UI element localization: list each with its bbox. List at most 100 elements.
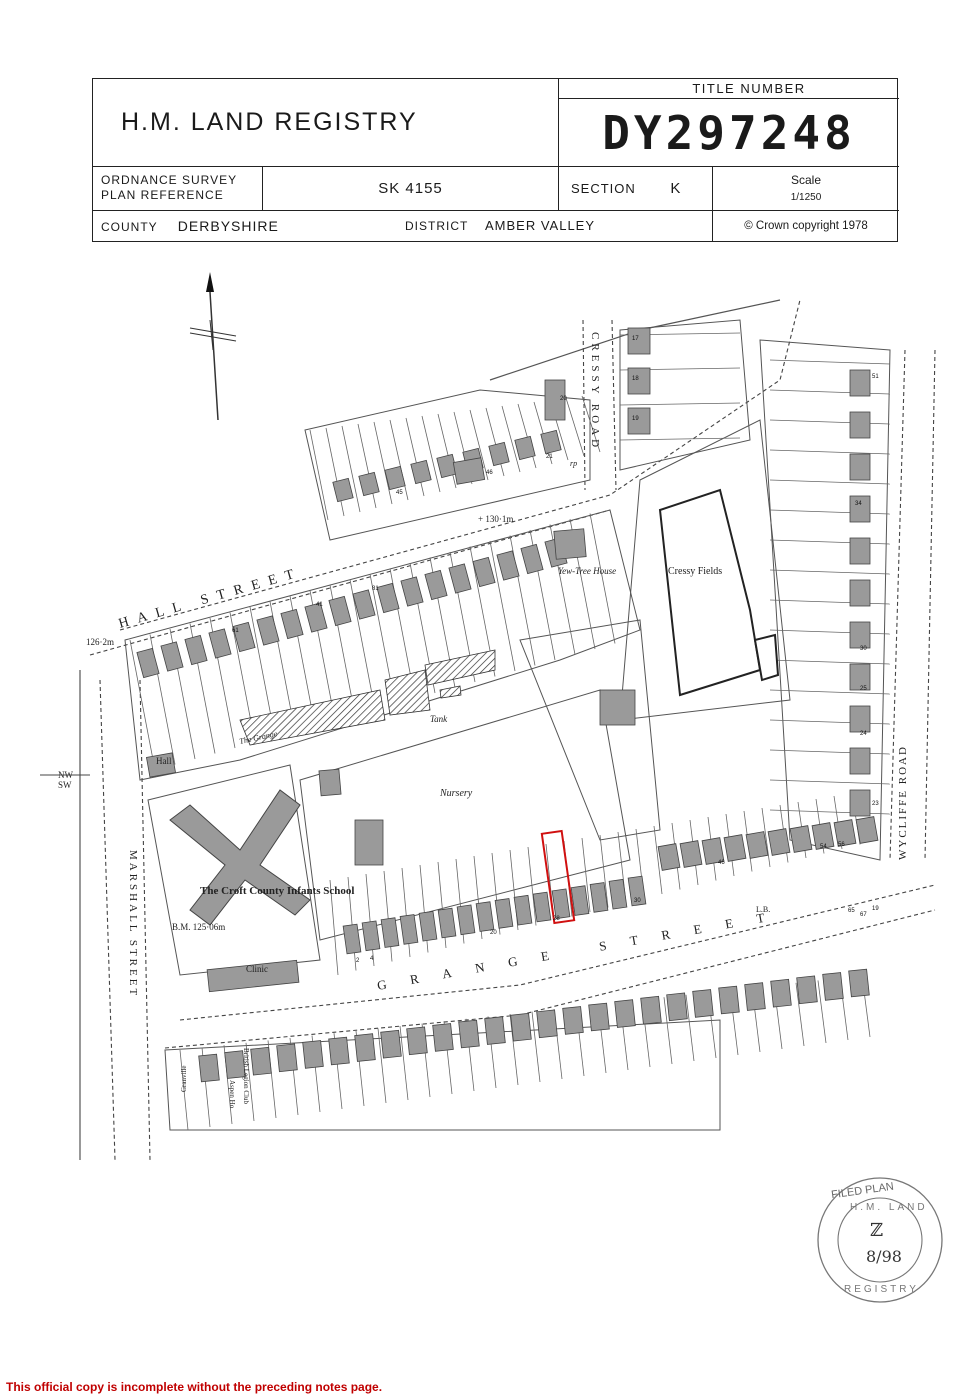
house-building [406,1026,428,1056]
house-building [458,1019,480,1049]
nursery-label: Nursery [439,788,473,799]
house-building [848,968,870,998]
official-copy-notice: This official copy is incomplete without… [6,1380,383,1394]
house-building [361,920,381,952]
house-building [256,615,280,646]
house-building [811,822,835,850]
north-arrow-icon [189,272,237,421]
house-building [494,898,514,929]
house-number: 20 [490,930,497,936]
house-building [484,1016,506,1045]
cressy-fields-building [658,488,762,697]
house-building [250,1046,272,1076]
house-building [627,327,651,355]
house-building [510,1012,532,1042]
house-building [400,576,424,607]
granville-label: Granville [180,1066,188,1092]
house-number: 45 [396,490,403,496]
house-building [472,556,496,588]
house-number: 30 [860,646,867,652]
house-building [304,602,328,633]
house-building [855,816,879,844]
house-building [849,453,871,481]
house-number: 81 [372,586,379,592]
registry-title: H.M. LAND REGISTRY [93,79,559,167]
house-building [354,1033,376,1062]
tank-label: Tank [430,714,448,724]
house-building [588,1002,610,1032]
house-building [513,894,533,926]
house-building [849,411,871,439]
house-building [206,959,300,993]
school-label: The Croft County Infants School [200,885,354,897]
house-building [789,825,813,853]
house-number: 61 [232,628,239,634]
house-building [723,834,747,862]
house-building [718,985,740,1015]
os-label-line1: ORDNANCE SURVEY [101,173,238,187]
house-building [302,1040,324,1069]
house-building [589,882,609,913]
house-building [614,999,636,1028]
house-building [376,582,400,614]
house-building [822,972,844,1001]
house-building [318,768,342,797]
house-building [328,1036,350,1066]
house-building [849,369,871,397]
house-building [849,789,871,817]
house-building [849,495,871,523]
house-building [160,641,184,672]
house-building [456,904,476,936]
scale-value: 1/1250 [790,192,822,203]
house-building [496,550,520,581]
house-number: 19 [632,416,639,422]
house-building [380,1029,402,1059]
house-building [520,543,544,575]
rp-label-1: rp [570,459,577,468]
house-building [627,875,647,907]
house-building [488,441,510,467]
house-building [384,465,406,491]
county-row: COUNTY DERBYSHIRE DISTRICT AMBER VALLEY [93,211,713,241]
house-building [744,982,766,1011]
house-building [276,1043,298,1073]
house-building [627,407,651,435]
house-building [475,901,495,932]
plan-reference: SK 4155 [263,167,559,211]
cressy-road-label: CRESSY ROAD [589,332,601,451]
section-label: SECTION [571,181,636,196]
house-building [640,995,662,1025]
house-building [352,589,376,620]
house-building [424,569,448,601]
house-building [692,989,714,1018]
house-number: 21 [546,454,553,460]
house-building [452,457,486,485]
house-building [767,828,791,856]
grange-street-label: GRANGE STREET [376,906,789,993]
stamp-ring2: REGISTRY [844,1284,919,1295]
wycliffe-road-label: WYCLIFFE ROAD [897,745,909,860]
house-number: 67 [860,912,867,918]
house-building [849,621,871,649]
district-label: DISTRICT [405,219,469,233]
house-building [849,537,871,565]
house-building [849,579,871,607]
house-building [657,843,681,871]
house-building [354,819,384,866]
crown-copyright: © Crown copyright 1978 [744,220,868,232]
house-building [770,978,792,1008]
house-building [448,563,472,594]
house-building [380,917,400,948]
house-building [849,747,871,775]
house-building [145,752,177,778]
cressy-fields-label: Cressy Fields [668,566,722,577]
house-building [745,831,769,859]
house-building [627,367,651,395]
house-building [328,595,352,627]
spot-height-130: + 130·1m [478,514,513,524]
stamp-ring1: H.M. LAND [850,1202,928,1213]
british-legion-label: British Legion Club [242,1048,250,1105]
house-building [358,471,380,497]
house-number: 25 [860,686,867,692]
house-number: 17 [632,336,639,342]
